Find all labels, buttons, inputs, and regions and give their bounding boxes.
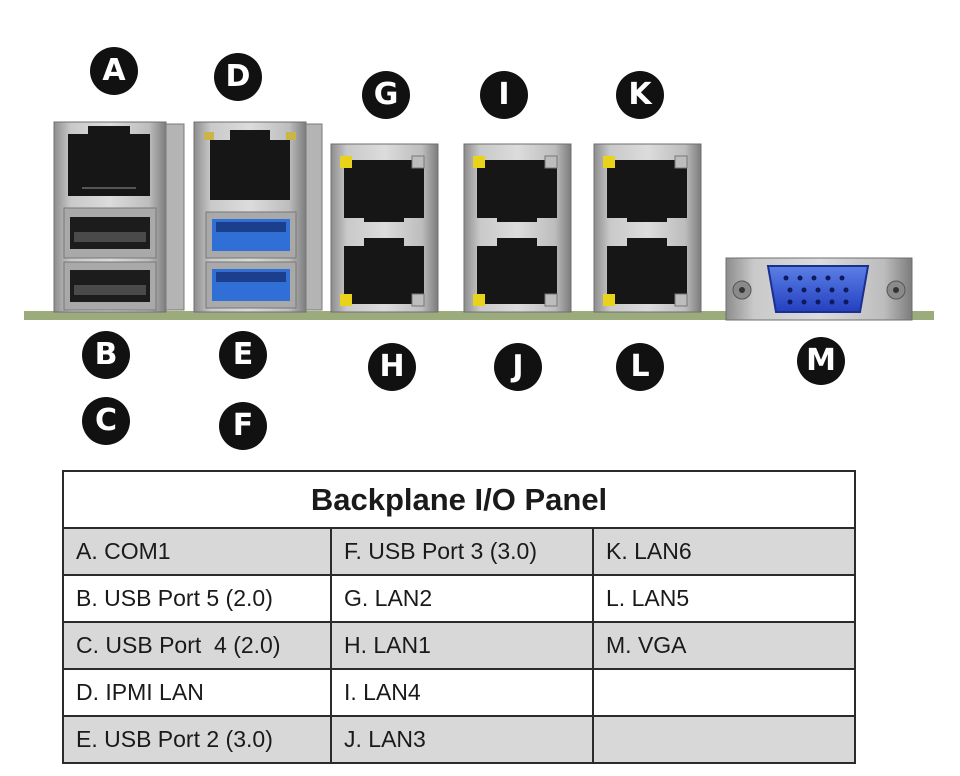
table-cell: A. COM1 bbox=[62, 527, 332, 576]
port-stack-def bbox=[193, 121, 323, 313]
callout-l: L bbox=[616, 343, 664, 391]
table-cell: E. USB Port 2 (3.0) bbox=[62, 715, 332, 764]
table-cell: J. LAN3 bbox=[330, 715, 594, 764]
table-cell bbox=[591, 715, 857, 764]
lan-stack-kl bbox=[593, 143, 702, 313]
table-cell: I. LAN4 bbox=[330, 668, 594, 717]
table-cell: H. LAN1 bbox=[330, 621, 594, 670]
lan-stack-ij bbox=[463, 143, 572, 313]
table-cell: D. IPMI LAN bbox=[62, 668, 332, 717]
table-row: C. USB Port 4 (2.0) H. LAN1 M. VGA bbox=[62, 621, 857, 670]
table-title: Backplane I/O Panel bbox=[61, 470, 857, 529]
table-cell: F. USB Port 3 (3.0) bbox=[330, 527, 594, 576]
callout-a: A bbox=[90, 47, 138, 95]
callout-i: I bbox=[480, 71, 528, 119]
com1-port bbox=[68, 126, 150, 196]
table-cell: K. LAN6 bbox=[591, 527, 857, 576]
callout-f: F bbox=[219, 402, 267, 450]
callout-h: H bbox=[368, 343, 416, 391]
table-cell: L. LAN5 bbox=[591, 574, 857, 623]
table-row: D. IPMI LAN I. LAN4 bbox=[62, 668, 857, 717]
table-row: B. USB Port 5 (2.0) G. LAN2 L. LAN5 bbox=[62, 574, 857, 623]
pcb-edge bbox=[24, 311, 934, 320]
table-cell: B. USB Port 5 (2.0) bbox=[62, 574, 332, 623]
callout-m: M bbox=[797, 337, 845, 385]
callout-e: E bbox=[219, 331, 267, 379]
table-cell: M. VGA bbox=[591, 621, 857, 670]
io-panel-table: Backplane I/O Panel A. COM1 F. USB Port … bbox=[61, 470, 857, 764]
ipmi-lan-port bbox=[204, 130, 296, 200]
callout-d: D bbox=[214, 53, 262, 101]
callout-g: G bbox=[362, 71, 410, 119]
table-cell: C. USB Port 4 (2.0) bbox=[62, 621, 332, 670]
table-cell bbox=[591, 668, 857, 717]
callout-b: B bbox=[82, 331, 130, 379]
callout-c: C bbox=[82, 397, 130, 445]
table-cell: G. LAN2 bbox=[330, 574, 594, 623]
lan-stack-gh bbox=[330, 143, 439, 313]
table-row: E. USB Port 2 (3.0) J. LAN3 bbox=[62, 715, 857, 764]
io-panel-illustration bbox=[24, 121, 934, 321]
callout-j: J bbox=[494, 343, 542, 391]
table-row: A. COM1 F. USB Port 3 (3.0) K. LAN6 bbox=[62, 527, 857, 576]
port-stack-abc bbox=[53, 121, 185, 313]
vga-port bbox=[725, 257, 913, 321]
callout-k: K bbox=[616, 71, 664, 119]
